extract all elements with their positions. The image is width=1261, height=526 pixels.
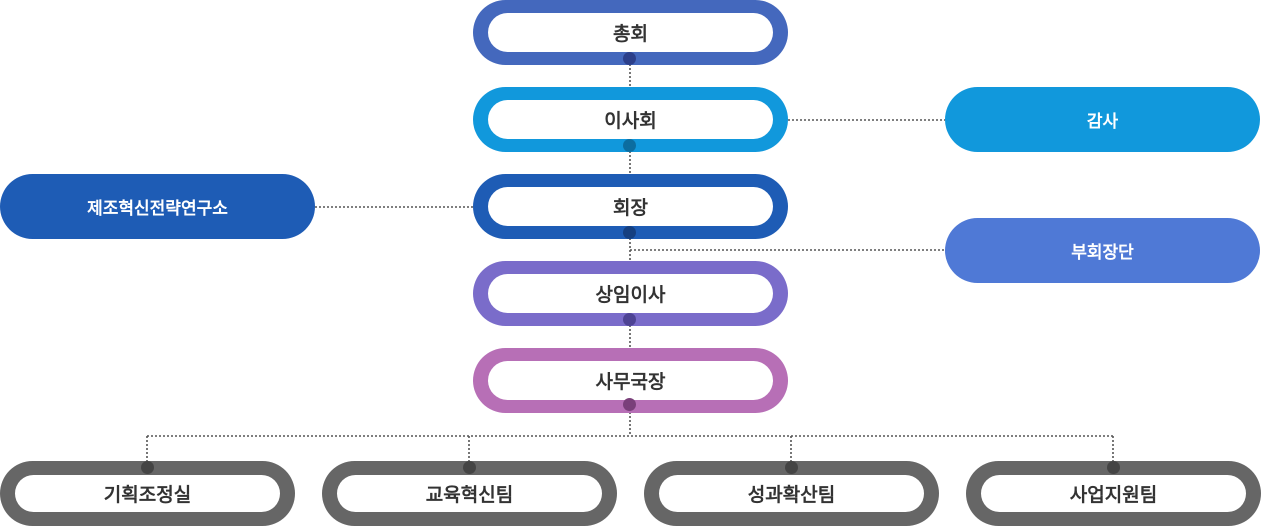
dot-executive-bottom [623, 313, 636, 326]
dot-business-top [1107, 461, 1120, 474]
node-executive-director-label: 상임이사 [488, 274, 773, 313]
node-outcome-team: 성과확산팀 [644, 461, 939, 526]
node-board-label: 이사회 [488, 100, 773, 139]
node-education-team-label: 교육혁신팀 [337, 475, 602, 512]
dot-chairman-bottom [623, 226, 636, 239]
node-secretary-general-label: 사무국장 [488, 361, 773, 400]
node-general-assembly-label: 총회 [488, 13, 773, 52]
node-chairman-label: 회장 [488, 187, 773, 226]
node-planning-team-label: 기획조정실 [15, 475, 280, 512]
dot-secretary-bottom [623, 398, 636, 411]
dot-education-top [463, 461, 476, 474]
node-research-institute: 제조혁신전략연구소 [0, 174, 315, 239]
node-auditor: 감사 [945, 87, 1260, 152]
dot-board-bottom [623, 139, 636, 152]
dot-outcome-top [785, 461, 798, 474]
node-vice-chairmen: 부회장단 [945, 218, 1260, 283]
node-general-assembly: 총회 [473, 0, 788, 65]
node-business-team-label: 사업지원팀 [981, 475, 1246, 512]
dot-planning-top [141, 461, 154, 474]
dot-assembly-bottom [623, 52, 636, 65]
node-outcome-team-label: 성과확산팀 [659, 475, 924, 512]
